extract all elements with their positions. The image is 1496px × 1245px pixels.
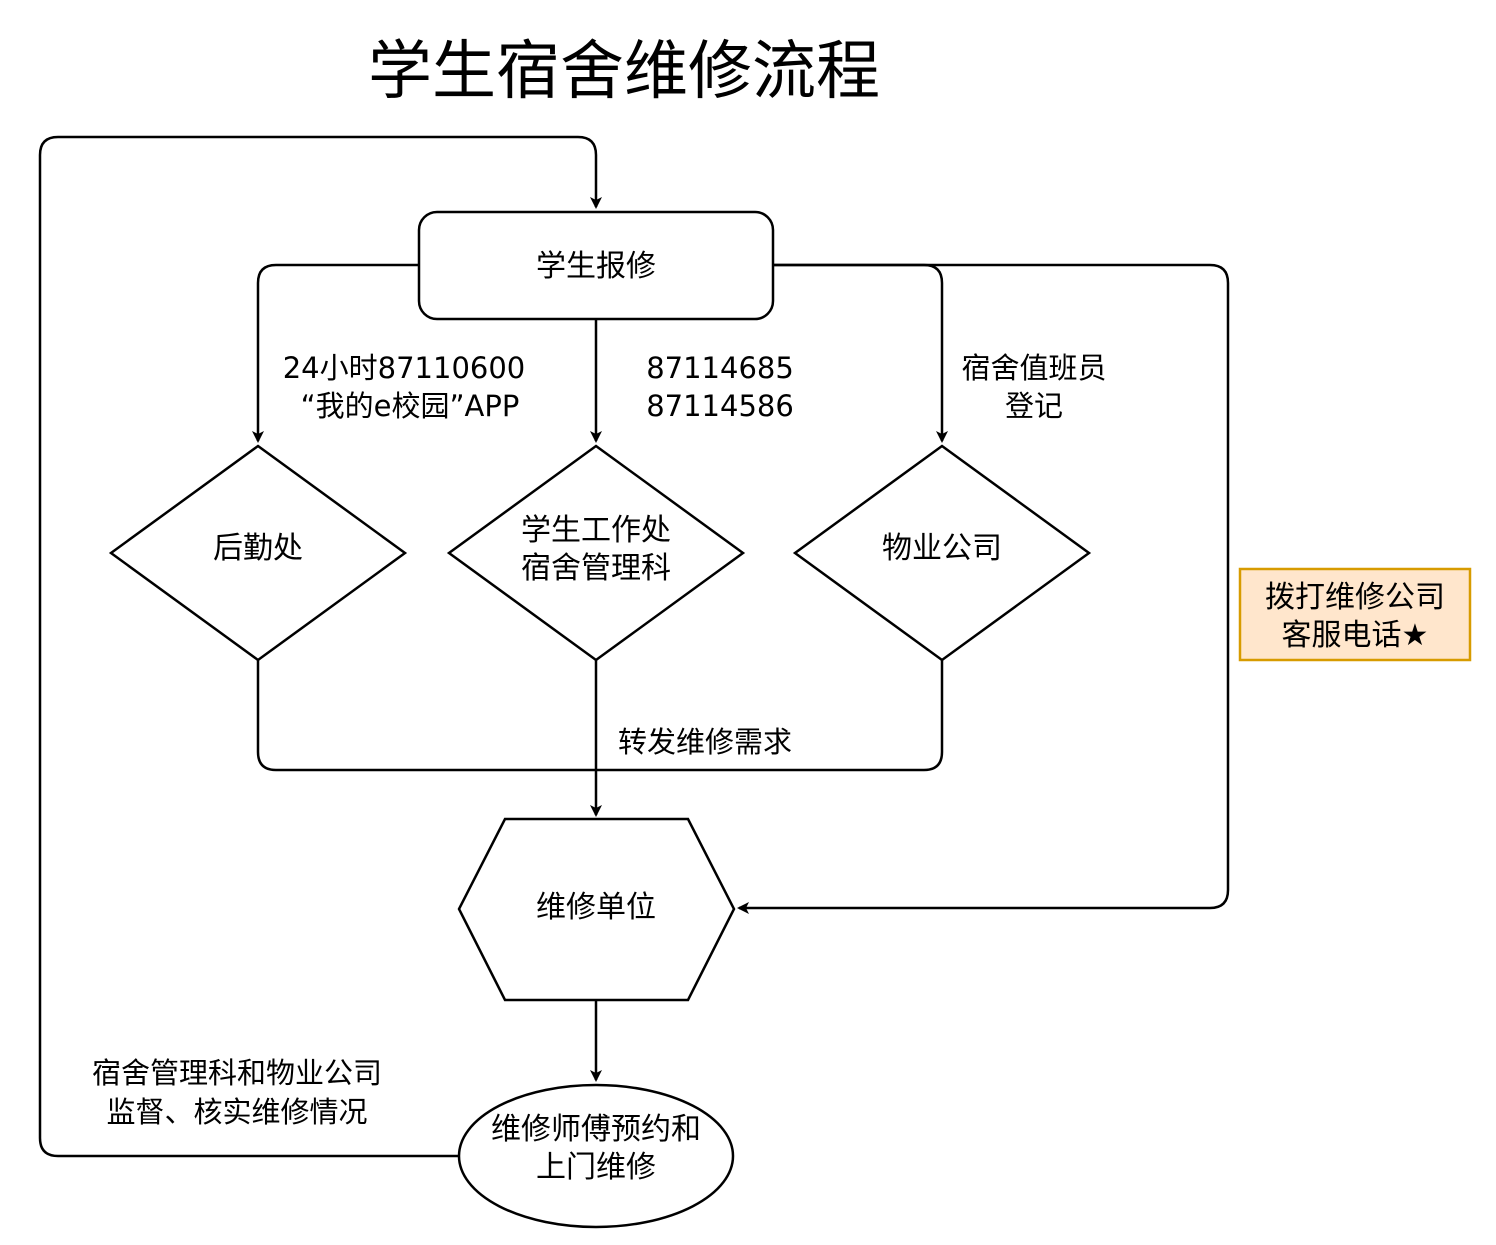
page-title: 学生宿舍维修流程 (368, 35, 880, 109)
node-repair-unit-label: 维修单位 (536, 890, 656, 925)
label-supervise-2: 监督、核实维修情况 (106, 1095, 367, 1129)
label-supervise-1: 宿舍管理科和物业公司 (92, 1056, 382, 1090)
label-logistics-channel-1: 24小时87110600 (283, 351, 526, 385)
node-repair-unit: 维修单位 (457, 817, 736, 1002)
node-call-hotline-label-1: 拨打维修公司 (1265, 580, 1445, 615)
node-student-affairs-label-1: 学生工作处 (521, 513, 671, 548)
node-logistics: 后勤处 (108, 444, 408, 662)
node-student-report-label: 学生报修 (536, 249, 656, 284)
node-student-report: 学生报修 (417, 210, 775, 321)
label-affairs-phone-2: 87114586 (646, 389, 794, 423)
edge-property-merge (596, 660, 944, 772)
edge-to-property (773, 263, 948, 443)
label-logistics-channel-2: “我的e校园”APP (301, 389, 520, 423)
edge-to-logistics (252, 263, 419, 443)
label-duty-register-2: 登记 (1005, 389, 1063, 423)
node-call-hotline-label-2: 客服电话★ (1282, 618, 1429, 653)
node-student-affairs: 学生工作处 宿舍管理科 (446, 444, 746, 662)
node-property-company-label: 物业公司 (882, 531, 1002, 566)
node-logistics-label: 后勤处 (213, 531, 303, 566)
edge-loop-back (38, 135, 602, 1158)
edge-logistics-merge (256, 660, 596, 772)
node-technician-label-2: 上门维修 (536, 1150, 656, 1185)
label-duty-register-1: 宿舍值班员 (961, 351, 1106, 385)
edge-to-hotline (737, 263, 1230, 914)
node-technician: 维修师傅预约和 上门维修 (457, 1083, 735, 1229)
label-forward: 转发维修需求 (618, 725, 792, 759)
label-affairs-phone-1: 87114685 (646, 351, 794, 385)
node-property-company: 物业公司 (792, 444, 1092, 662)
node-call-hotline: 拨打维修公司 客服电话★ (1238, 567, 1472, 662)
node-technician-label-1: 维修师傅预约和 (491, 1112, 701, 1147)
node-student-affairs-label-2: 宿舍管理科 (521, 551, 671, 586)
